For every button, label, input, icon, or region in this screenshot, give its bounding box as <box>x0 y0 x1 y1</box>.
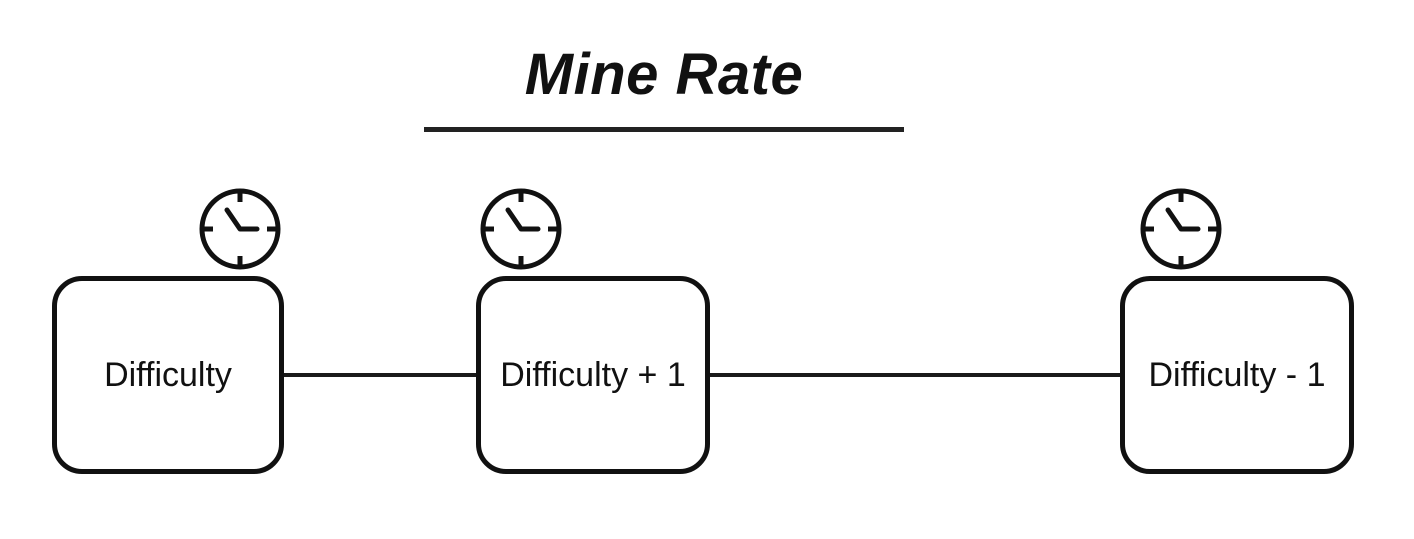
clock-icon <box>1140 188 1222 270</box>
title-underline <box>424 127 904 132</box>
connector-line <box>282 373 478 377</box>
difficulty-plus-one-node: Difficulty + 1 <box>476 276 710 474</box>
connector-line <box>708 373 1122 377</box>
node-label: Difficulty - 1 <box>1148 355 1326 394</box>
difficulty-node: Difficulty <box>52 276 284 474</box>
clock-icon <box>199 188 281 270</box>
node-label: Difficulty + 1 <box>500 355 686 394</box>
difficulty-minus-one-node: Difficulty - 1 <box>1120 276 1354 474</box>
node-label: Difficulty <box>104 355 232 394</box>
diagram-title: Mine Rate <box>524 42 804 107</box>
clock-icon <box>480 188 562 270</box>
